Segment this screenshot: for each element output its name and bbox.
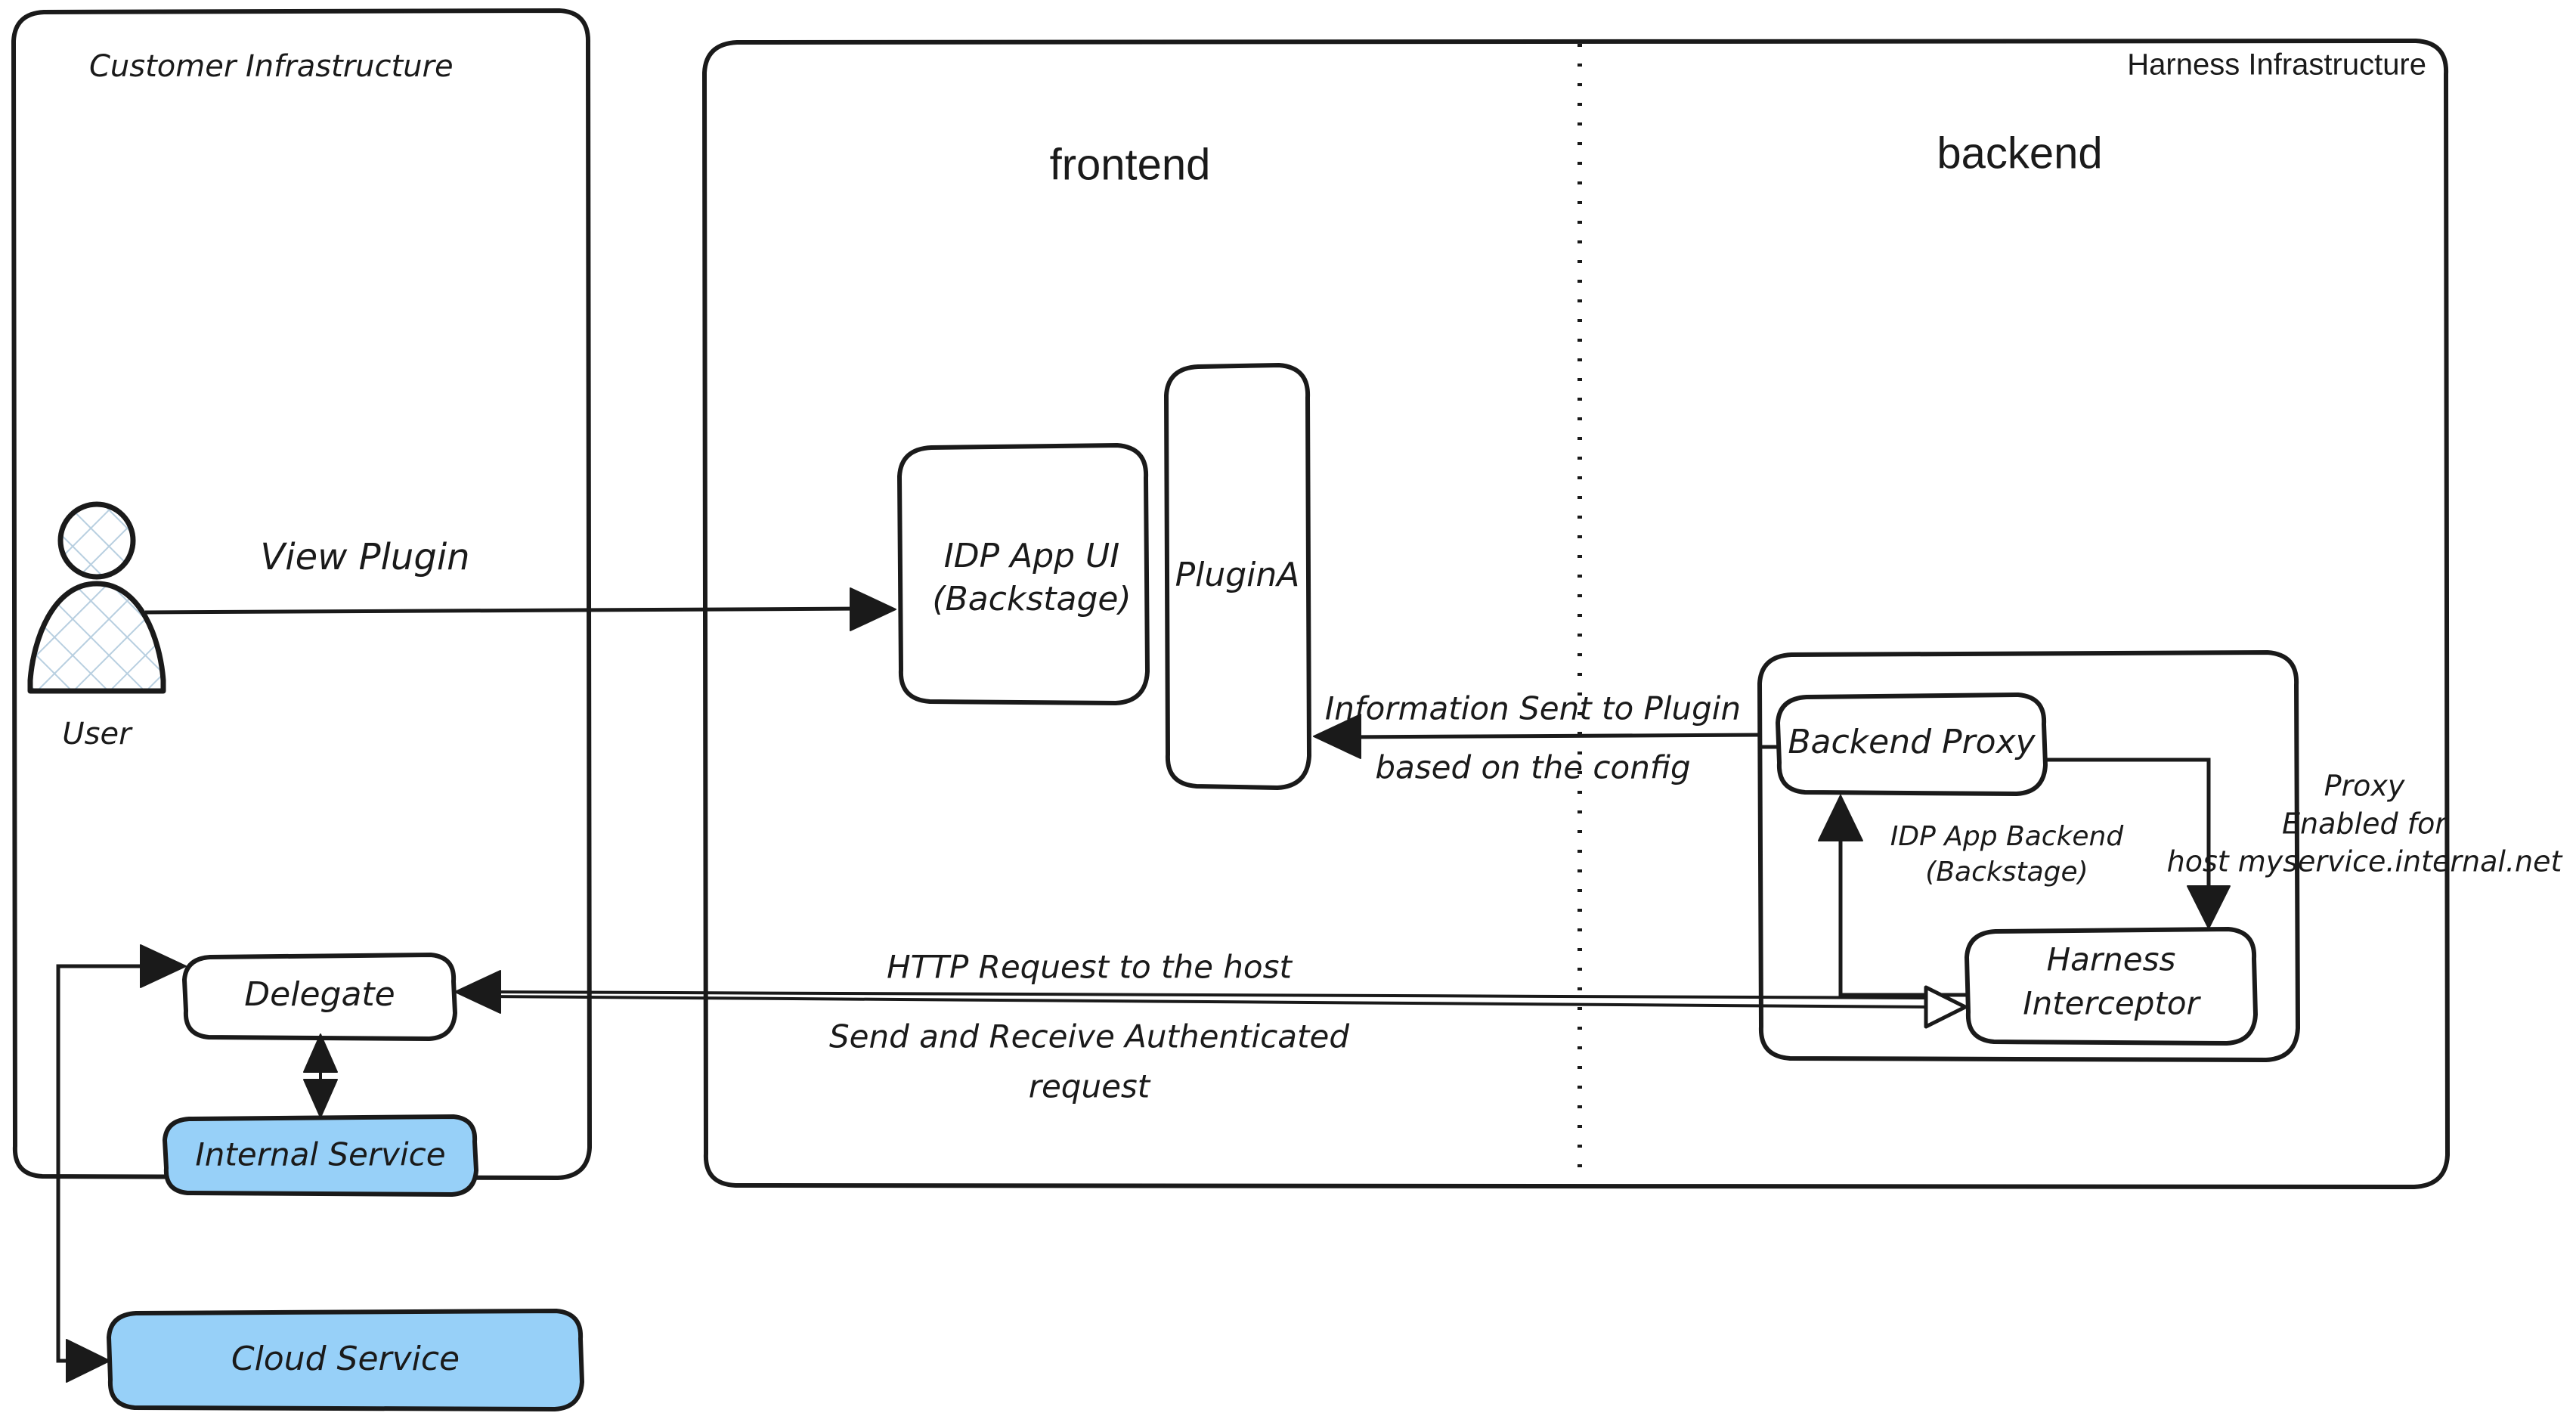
view-plugin-label: View Plugin: [260, 536, 469, 578]
edge-delegate-to-cloud-service: [56, 944, 187, 1383]
http-request-line-inbound: [483, 990, 1928, 999]
idp-app-backend-label-line2: (Backstage): [1925, 857, 2088, 888]
delegate-internal-service-arrowhead-down: [303, 1079, 338, 1118]
actor-user: User: [27, 501, 166, 751]
http-request-arrowhead-delegate: [454, 970, 501, 1014]
delegate-label: Delegate: [244, 975, 395, 1014]
edge-backend-proxy-to-plugin-a: Information Sent to Plugin based on the …: [1313, 690, 1766, 786]
interceptor-return-arrowhead: [1818, 795, 1863, 841]
node-harness-interceptor[interactable]: Harness Interceptor: [1965, 927, 2258, 1046]
backend-header: backend: [1937, 129, 2102, 178]
http-request-label-line1: HTTP Request to the host: [887, 949, 1293, 986]
idp-app-backend-label-line1: IDP App Backend: [1890, 821, 2125, 852]
node-backend-proxy[interactable]: Backend Proxy: [1776, 693, 2048, 796]
idp-app-ui-label-line1: IDP App UI: [944, 537, 1120, 575]
http-request-line-outbound: [483, 995, 1928, 1009]
internal-service-label: Internal Service: [195, 1136, 445, 1173]
information-sent-arrow-line: [1341, 733, 1766, 739]
user-body-icon: [27, 581, 166, 694]
user-head-icon: [57, 501, 136, 580]
http-request-label-line3: request: [1029, 1068, 1151, 1105]
proxy-enabled-arrowhead: [2187, 885, 2231, 929]
idp-app-ui-box[interactable]: [897, 443, 1150, 705]
information-sent-label-line1: Information Sent to Plugin: [1325, 690, 1741, 727]
harness-interceptor-label-line2: Interceptor: [2023, 985, 2201, 1022]
cloud-service-box[interactable]: [107, 1309, 584, 1411]
backend-proxy-box[interactable]: [1776, 693, 2048, 796]
edge-user-to-idp-app-ui: View Plugin: [144, 536, 896, 631]
proxy-enabled-label-line2: Enabled for: [2282, 807, 2448, 841]
delegate-internal-service-arrowhead-up: [303, 1033, 338, 1073]
view-plugin-arrowhead: [850, 587, 896, 631]
frontend-header: frontend: [1050, 140, 1211, 189]
view-plugin-arrow-line: [144, 606, 870, 615]
container-customer-infrastructure: Customer Infrastructure: [11, 8, 592, 1180]
idp-app-ui-label-line2: (Backstage): [932, 580, 1131, 618]
harness-interceptor-label-line1: Harness: [2047, 941, 2176, 978]
user-label: User: [62, 717, 133, 751]
information-sent-label-line2: based on the config: [1375, 749, 1690, 786]
node-internal-service[interactable]: Internal Service: [163, 1114, 478, 1197]
internal-service-box[interactable]: [163, 1114, 478, 1197]
customer-infrastructure-outline: [11, 8, 592, 1180]
customer-infrastructure-label: Customer Infrastructure: [89, 49, 454, 84]
proxy-enabled-label-line1: Proxy: [2324, 770, 2405, 803]
backend-proxy-label: Backend Proxy: [1788, 723, 2036, 761]
delegate-box[interactable]: [182, 953, 457, 1041]
edge-harness-interceptor-to-delegate: HTTP Request to the host Send and Receiv…: [454, 949, 1968, 1105]
cloud-service-arrowhead: [66, 1339, 110, 1383]
node-idp-app-ui[interactable]: IDP App UI (Backstage): [897, 443, 1150, 705]
node-delegate[interactable]: Delegate: [182, 953, 457, 1041]
cloud-service-label: Cloud Service: [231, 1340, 460, 1378]
node-plugin-a[interactable]: PluginA: [1164, 363, 1311, 790]
http-request-arrowhead-interceptor: [1924, 985, 1968, 1029]
information-sent-arrowhead: [1313, 714, 1361, 759]
plugin-a-label: PluginA: [1175, 556, 1300, 594]
harness-interceptor-box[interactable]: [1965, 927, 2258, 1046]
node-cloud-service[interactable]: Cloud Service: [107, 1309, 584, 1411]
harness-infrastructure-label: Harness Infrastructure: [2127, 48, 2426, 82]
delegate-inbound-arrowhead: [140, 944, 187, 988]
plugin-a-box[interactable]: [1164, 363, 1311, 790]
edge-delegate-internal-service: [303, 1033, 338, 1118]
edge-backend-proxy-to-harness-interceptor: Proxy Enabled for host myservice.interna…: [2045, 758, 2564, 929]
proxy-enabled-arrow-line: [2045, 758, 2211, 896]
proxy-enabled-label-line3: host myservice.internal.net: [2167, 845, 2564, 878]
http-request-label-line2: Send and Receive Authenticated: [829, 1018, 1349, 1055]
